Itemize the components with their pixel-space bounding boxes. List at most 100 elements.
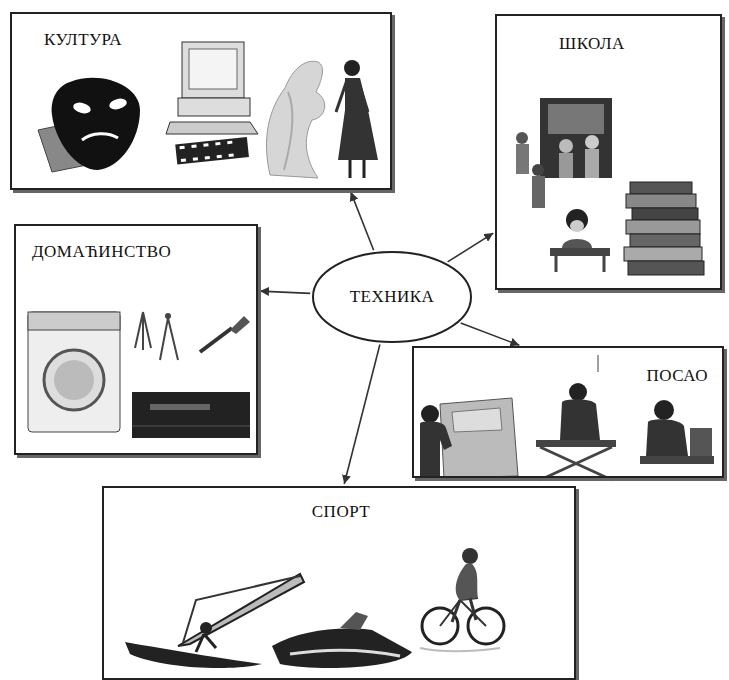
paint-brush-part [230,316,250,334]
paint-brush [200,316,250,352]
film-strip-part [205,156,210,160]
welder-part [536,440,616,447]
video-recorder-part [132,392,250,438]
windsurfer-part [196,634,216,652]
welder-part [540,447,612,480]
cyclist-part [440,598,486,626]
arrow-connector [344,344,380,484]
washing-machine-part [54,360,94,400]
classroom-scene-part [516,132,528,144]
technology-ellipse: ТЕХНИКА [312,251,472,343]
washing-machine-part [28,312,120,330]
washing-machine-part [28,312,120,432]
book-stack-part [628,261,704,275]
jet-ski [272,612,412,668]
node-label: КУЛТУРА [44,30,122,50]
tripod-part [135,312,151,350]
theatre-mask [52,78,140,170]
paint-brush-part [200,328,232,352]
woman-figure-part [336,80,368,112]
video-recorder-part [150,404,210,410]
student-at-desk-part [570,220,584,232]
computer-part [178,98,250,116]
book-stack-part [624,247,702,261]
book-stack-part [630,234,700,247]
theatre-mask-part [72,101,92,115]
classroom-scene-part [585,135,599,149]
woman-figure-part [344,60,360,76]
classroom-scene-part [540,98,612,178]
welder-part [560,399,600,440]
node-label: ШКОЛА [559,34,625,54]
woman-figure [336,60,378,178]
ellipse-outline [313,252,471,342]
film-strip-part [175,137,249,164]
office-worker-part [646,419,688,456]
jet-ski-part [272,629,412,668]
windsurfer-part [200,622,212,634]
classroom-scene-part [516,144,529,174]
book-stack-part [630,182,692,194]
film-strip-part [215,142,220,146]
drawing-compass-part [160,318,178,360]
student-at-desk-part [550,248,610,256]
woman-figure-part [350,160,364,178]
cyclist [420,548,504,651]
jet-ski-part [290,650,400,656]
cyclist-part [456,564,478,600]
film-strip-part [191,144,196,148]
windsurfer-part [125,642,262,668]
cyclist-part [420,648,500,651]
computer [166,42,258,134]
washing-machine [28,312,120,432]
film-strip-part [217,155,222,159]
classroom-scene [516,98,612,208]
arrow-connector [351,192,374,250]
theatre-mask-part [52,78,140,170]
horse-sculpture-part [284,92,292,170]
welder-part [598,355,599,372]
welder-part [569,383,587,401]
computer-part [189,49,237,89]
video-recorder [132,392,250,438]
classroom-scene-part [559,153,573,178]
drawing-compass [160,313,178,360]
mechanic-with-car-part [420,421,452,476]
node-label: СПОРТ [312,502,370,522]
film-strip [175,137,249,164]
sport-box: СПОРТ [102,486,576,680]
cyclist-part [452,598,476,622]
arrow-connector [448,233,494,262]
windsurfer-part [178,574,304,646]
computer-part [166,122,258,134]
mechanic-with-car-part [421,405,439,423]
computer-part [182,42,244,98]
mechanic-with-car [420,398,518,478]
horse-sculpture [266,61,324,178]
classroom-scene-part [585,149,599,178]
node-label: ПОСАО [647,366,708,386]
horse-sculpture-part [266,61,324,178]
windsurfer-part [182,576,300,646]
culture-box: КУЛТУРА [10,12,392,190]
film-strip-part [193,157,198,161]
mechanic-with-car-part [440,398,518,478]
classroom-scene-part [532,164,544,176]
book-stack [624,182,704,275]
tripod [135,312,151,350]
student-at-desk-part [562,239,592,248]
classroom-scene-part [548,104,604,134]
film-strip-part [229,154,234,158]
jet-ski-part [340,612,368,630]
video-recorder-part [132,426,250,427]
office-worker-part [654,400,674,420]
office-worker-part [640,456,714,464]
student-at-desk-part [566,209,588,231]
work-box: ПОСАО [412,346,724,478]
book-stack-part [626,194,696,208]
film-strip-part [181,159,186,163]
mechanic-with-car-part [452,408,502,432]
node-label: ДОМАЋИНСТВО [32,242,171,262]
node-label: ТЕХНИКА [350,287,435,307]
